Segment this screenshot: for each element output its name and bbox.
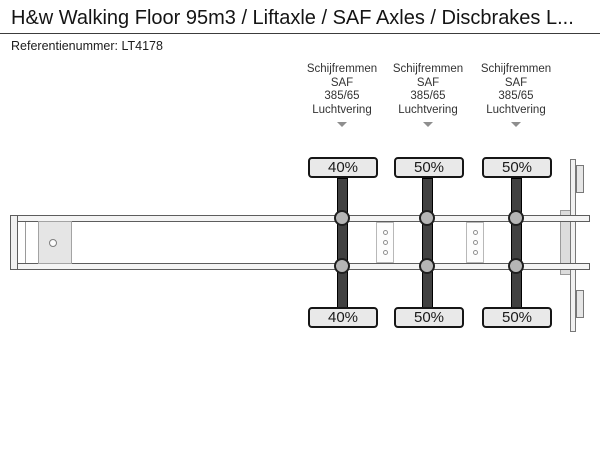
- axle-3-tyre-size: 385/65: [498, 90, 534, 102]
- axle-1-spec-column: Schijfremmen SAF 385/65 Luchtvering: [294, 63, 390, 127]
- header-divider: [0, 33, 600, 34]
- axle-1-hub-top: [334, 210, 350, 226]
- axle-2-spec-column: Schijfremmen SAF 385/65 Luchtvering: [380, 63, 476, 127]
- axle-3-bar: [511, 178, 522, 308]
- crossmember-2: [466, 222, 484, 263]
- chassis-rail-top: [10, 215, 590, 222]
- bolt-hole: [472, 250, 478, 255]
- front-crossmember-line: [25, 222, 26, 263]
- arrow-down-icon: [423, 122, 433, 127]
- page-title: H&w Walking Floor 95m3 / Liftaxle / SAF …: [11, 7, 574, 29]
- axle-2-brand: SAF: [416, 76, 440, 89]
- arrow-down-icon: [337, 122, 347, 127]
- axle-2-tyre-size: 385/65: [410, 90, 446, 102]
- axle-1-suspension: Luchtvering: [312, 103, 372, 116]
- axle-2-load-bottom-badge: 50%: [394, 307, 464, 328]
- axle-1-brand: SAF: [330, 76, 354, 89]
- axle-3-suspension: Luchtvering: [486, 103, 546, 116]
- axle-3-hub-top: [508, 210, 524, 226]
- axle-3-load-top-badge: 50%: [482, 157, 552, 178]
- axle-3-load-bottom-badge: 50%: [482, 307, 552, 328]
- kingpin: [49, 239, 57, 247]
- bolt-hole: [472, 240, 478, 245]
- axle-3-brake-type: Schijfremmen: [480, 63, 552, 75]
- reference-label: Referentienummer:: [11, 39, 118, 53]
- axle-1-hub-bottom: [334, 258, 350, 274]
- axle-1-load-top-badge: 40%: [308, 157, 378, 178]
- axle-1-bar: [337, 178, 348, 308]
- axle-3-hub-bottom: [508, 258, 524, 274]
- rear-lamp-bottom: [576, 290, 584, 318]
- axle-3-brand: SAF: [504, 76, 528, 89]
- crossmember-1: [376, 222, 394, 263]
- axle-1-tyre-size: 385/65: [324, 90, 360, 102]
- axle-2-suspension: Luchtvering: [398, 103, 458, 116]
- axle-2-hub-top: [419, 210, 435, 226]
- axle-1-load-bottom-badge: 40%: [308, 307, 378, 328]
- arrow-down-icon: [511, 122, 521, 127]
- reference-number: Referentienummer: LT4178: [11, 39, 163, 53]
- rear-lamp-top: [576, 165, 584, 193]
- axle-3-spec-column: Schijfremmen SAF 385/65 Luchtvering: [468, 63, 564, 127]
- axle-2-hub-bottom: [419, 258, 435, 274]
- front-end-cap: [10, 215, 18, 270]
- bolt-hole: [382, 250, 388, 255]
- chassis-rail-bottom: [10, 263, 590, 270]
- axle-1-brake-type: Schijfremmen: [306, 63, 378, 75]
- axle-2-load-top-badge: 50%: [394, 157, 464, 178]
- bolt-hole: [382, 240, 388, 245]
- axle-2-brake-type: Schijfremmen: [392, 63, 464, 75]
- rear-bumper-bar: [570, 159, 576, 332]
- reference-value: LT4178: [121, 39, 163, 53]
- axle-2-bar: [422, 178, 433, 308]
- bolt-hole: [382, 230, 388, 235]
- bolt-hole: [472, 230, 478, 235]
